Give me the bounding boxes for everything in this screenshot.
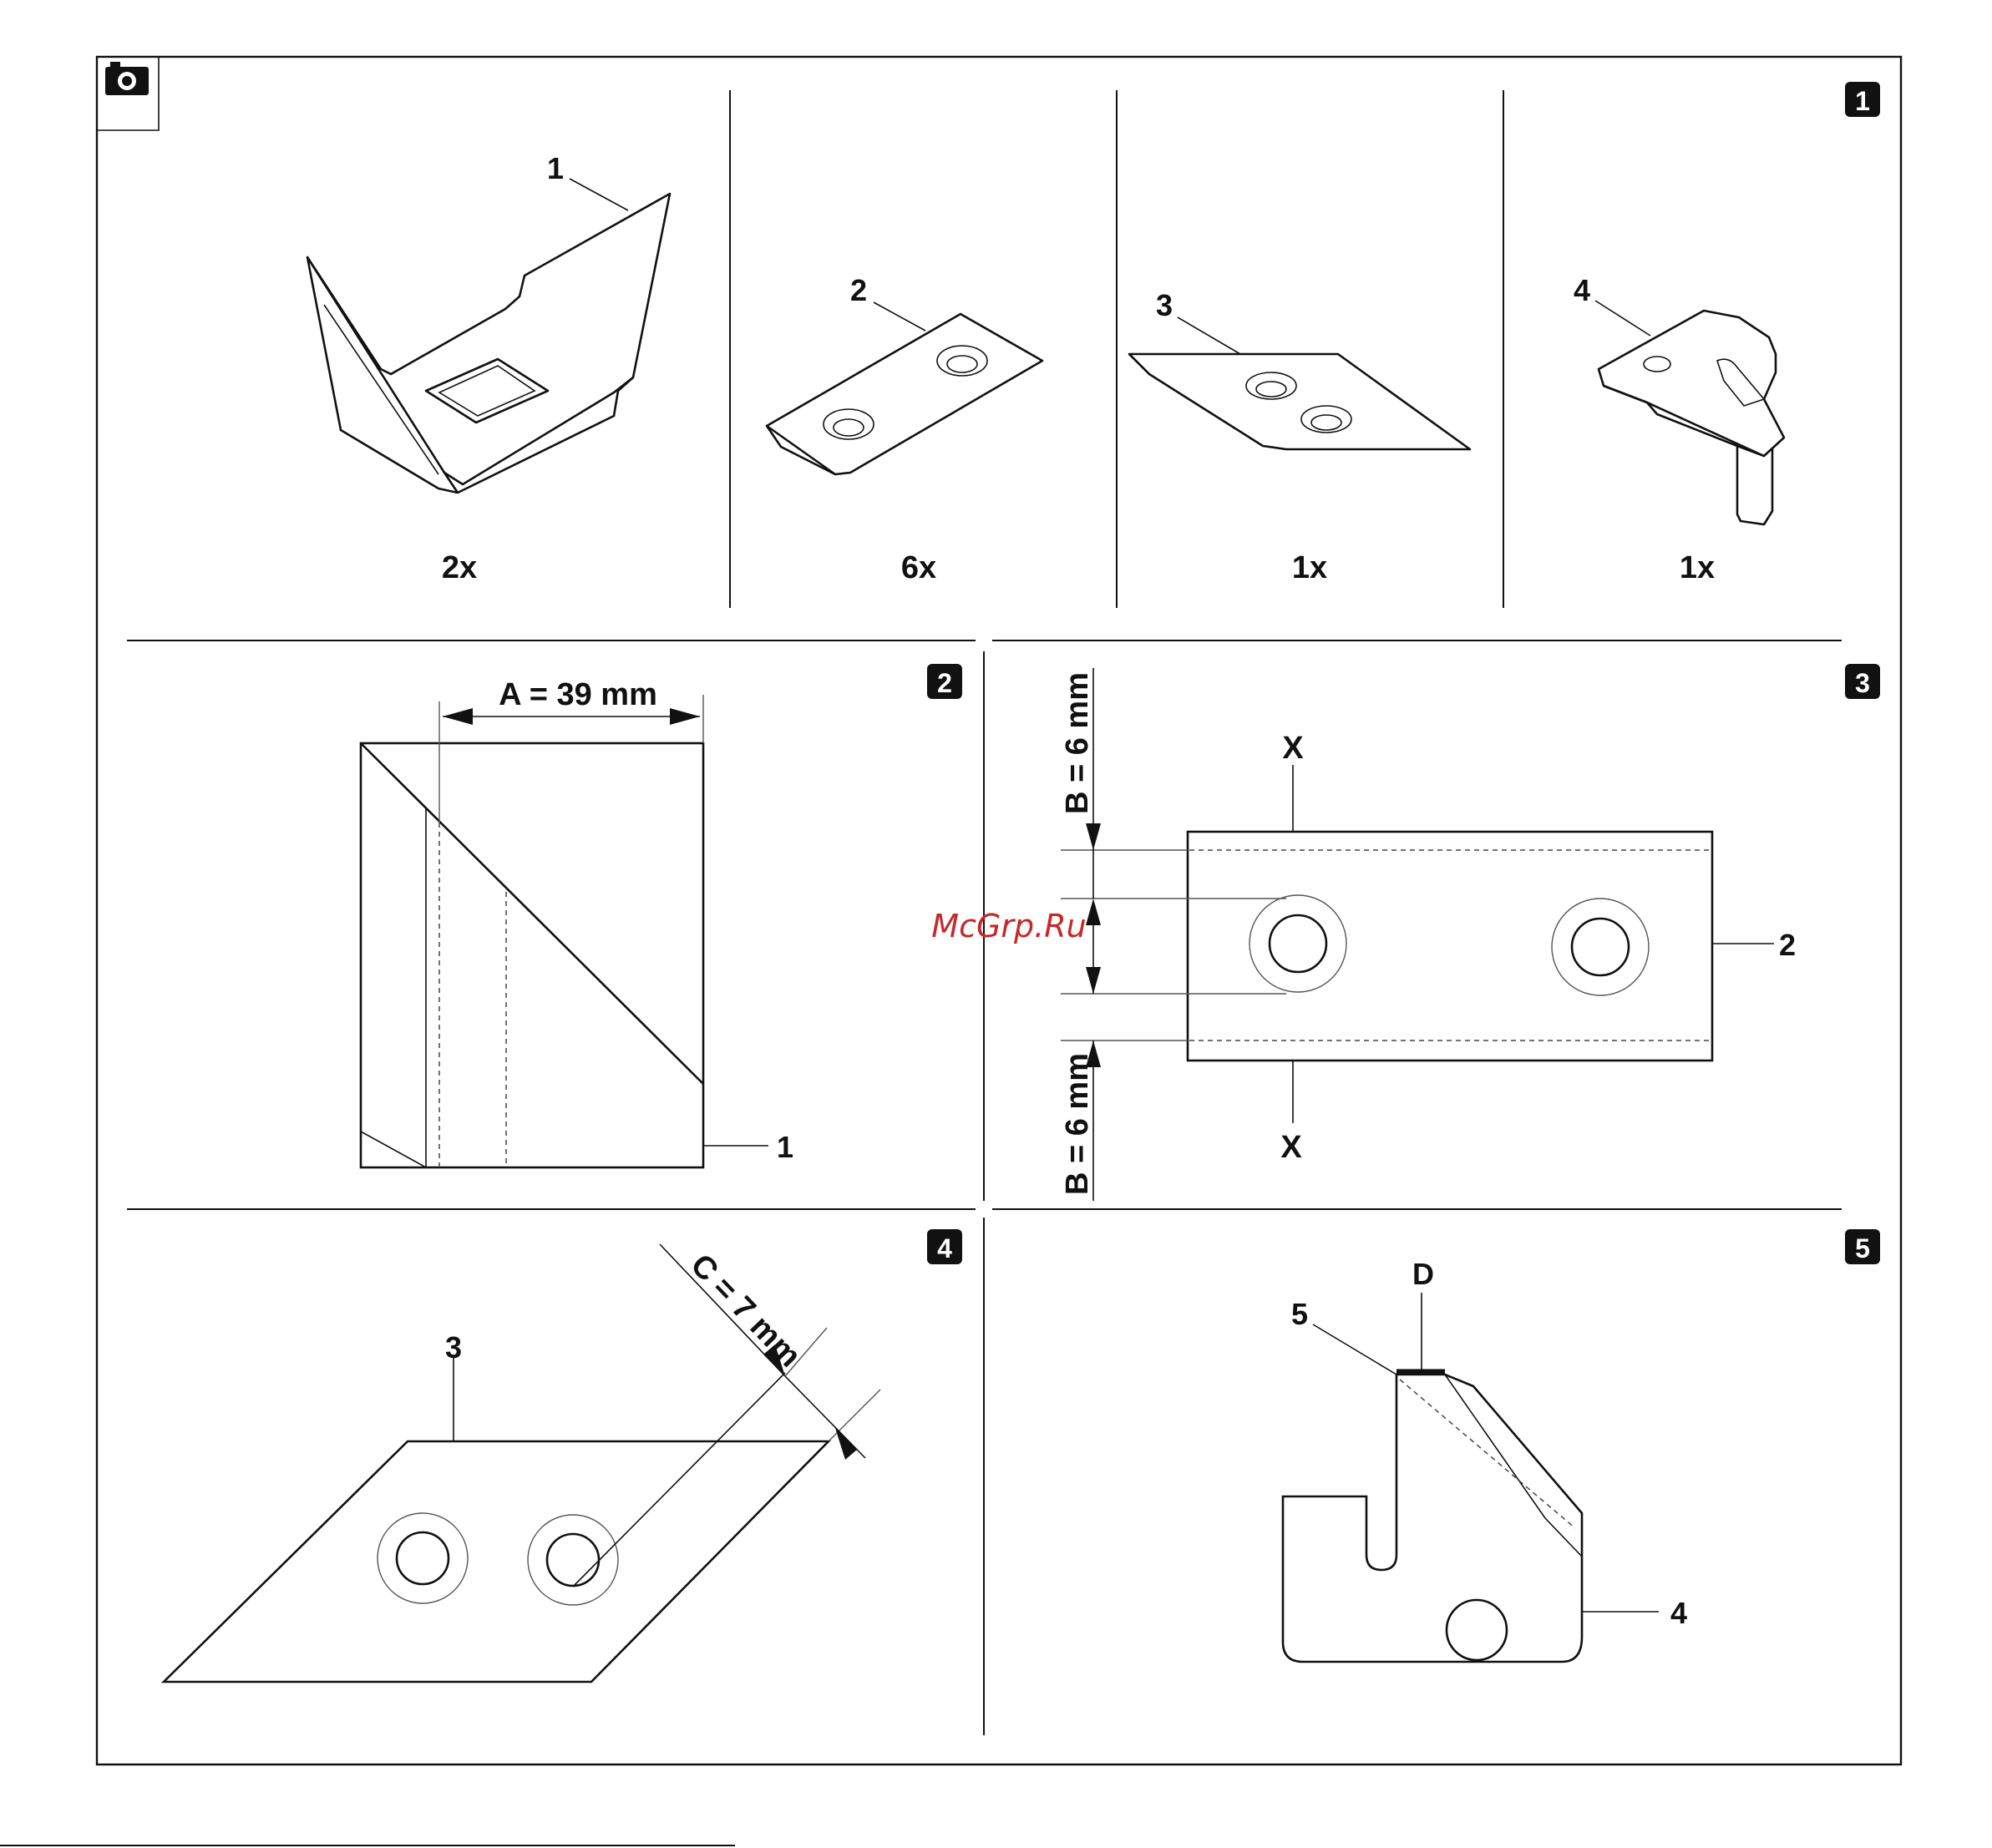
dimension-c: C = 7 mm [683,1248,807,1374]
panel-4: 4 C = 7 mm 3 [164,1229,962,1682]
part-1-drawing [307,194,670,493]
rhomboid-blade-drawing [164,1244,880,1682]
part-4-drawing [1599,311,1784,524]
dimension-b-bottom: B = 6 mm [1060,1053,1095,1195]
point-d: D [1412,1257,1434,1291]
qty-part-2: 6x [901,550,936,585]
step-badge-4-label: 4 [937,1233,952,1263]
step-badge-5-label: 5 [1855,1233,1870,1263]
watermark: McGrp.Ru [931,908,1086,944]
callout-2-p3: 2 [1779,928,1796,962]
step-badge-2-label: 2 [937,668,952,698]
blade-position-drawing [1061,668,1774,1201]
panel-1: 1 1 2x 2 6x [307,82,1880,585]
panel-3: 3 B [1060,664,1880,1201]
part-2-drawing [767,314,1042,474]
step-badge-3-label: 3 [1855,668,1870,698]
callout-3-p4: 3 [445,1330,462,1364]
blade-measure-drawing [361,695,703,1167]
callout-4-p5: 4 [1670,1596,1687,1630]
step-badge-1-label: 1 [1855,86,1870,116]
qty-part-1: 2x [442,550,477,585]
axis-x-top: X [1282,731,1304,766]
dimension-a: A = 39 mm [499,677,657,712]
hook-blade-drawing [1283,1293,1659,1662]
callout-3: 3 [1156,288,1173,322]
panel-2: 2 A = 39 mm 1 [361,664,962,1167]
callout-2: 2 [850,273,867,307]
dimension-b-top: B = 6 mm [1060,672,1095,814]
part-3-drawing [1129,354,1470,449]
callout-5: 5 [1291,1297,1308,1331]
panel-5: 5 D 5 4 [1283,1229,1880,1662]
qty-part-3: 1x [1292,550,1327,585]
callout-1-p2: 1 [777,1130,793,1164]
callout-1: 1 [547,151,564,185]
qty-part-4: 1x [1680,550,1715,585]
camera-icon [97,57,159,130]
callout-4: 4 [1574,273,1590,307]
axis-x-bottom: X [1280,1130,1302,1165]
